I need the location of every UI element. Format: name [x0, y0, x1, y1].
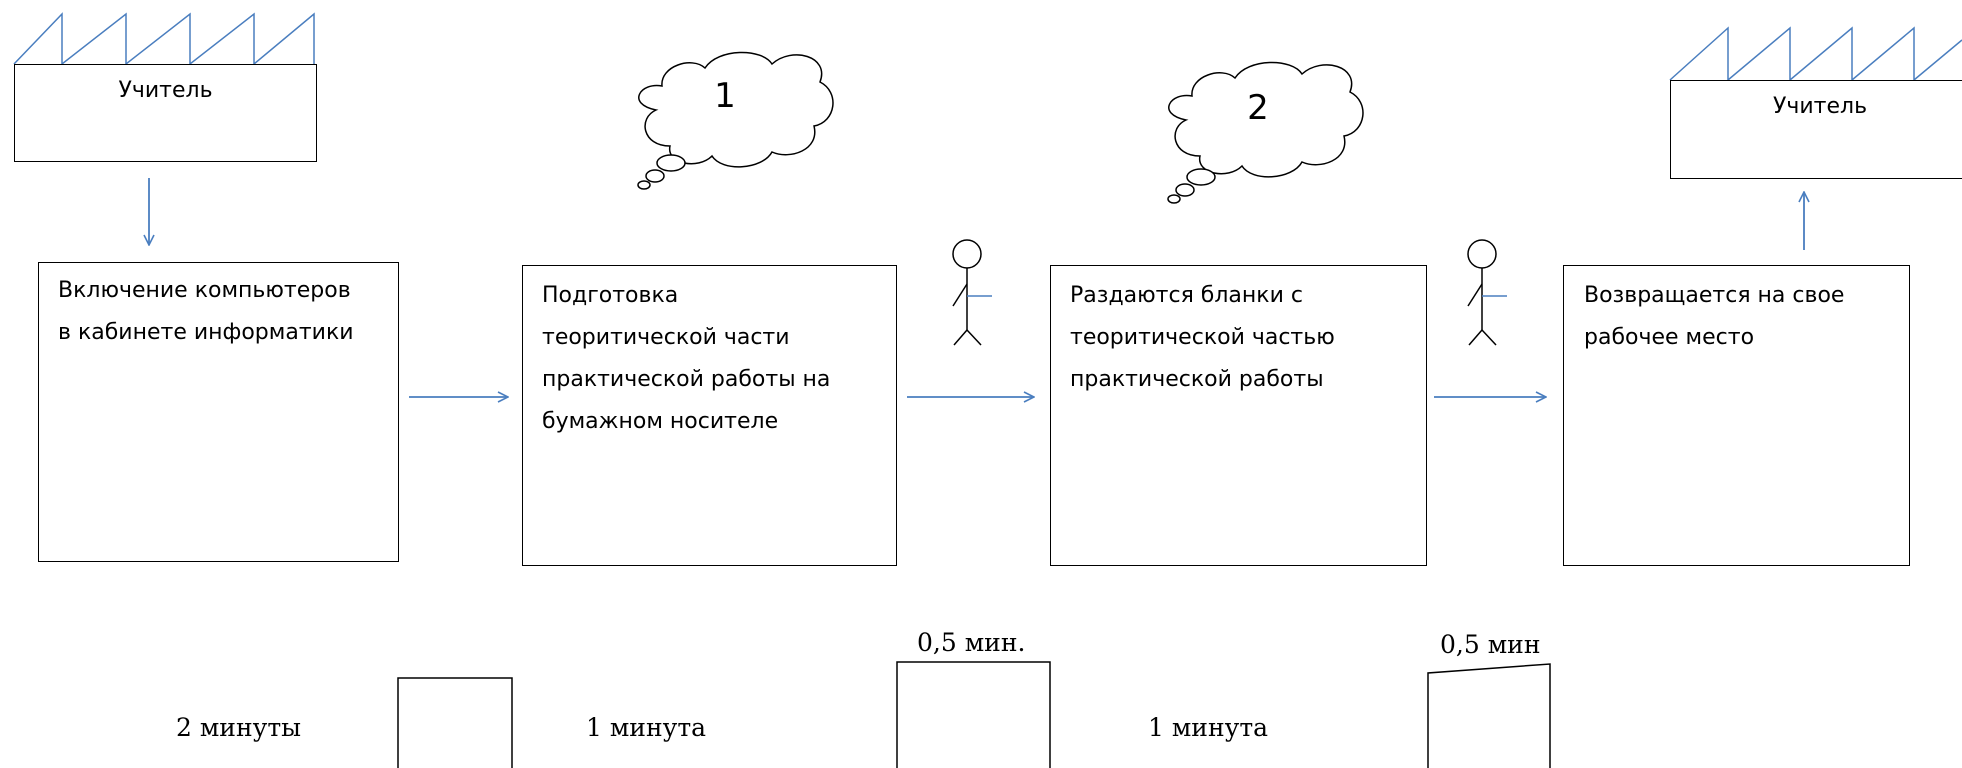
process-step-2-line: теоритической части [542, 325, 790, 350]
supplier-left-label: Учитель [118, 78, 213, 103]
process-step-4-line: рабочее место [1584, 325, 1755, 350]
thought-cloud-2-icon [1167, 61, 1364, 204]
cloud-2-number: 2 [1247, 88, 1269, 128]
operator-1-icon [952, 239, 992, 346]
thought-cloud-1-icon [637, 51, 834, 190]
process-step-1 [38, 262, 399, 562]
process-step-1-line: в кабинете информатики [58, 320, 354, 345]
process-step-3 [1050, 265, 1427, 566]
timeline-wait-time-1: 0,5 мин. [917, 628, 1026, 657]
supplier-left-roof-icon [13, 12, 315, 66]
process-step-2-line: бумажном носителе [542, 409, 779, 434]
supplier-right-box [1670, 80, 1962, 179]
operator-2-icon [1467, 239, 1507, 346]
timeline-process-time-1: 2 минуты [176, 713, 302, 742]
process-step-1-line: Включение компьютеров [58, 278, 351, 303]
process-step-3-line: Раздаются бланки с [1070, 283, 1303, 308]
process-step-2 [522, 265, 897, 566]
supplier-right-label: Учитель [1772, 94, 1868, 119]
process-step-3-text: Раздаются бланки с теоритической частью … [1070, 275, 1420, 401]
process-step-2-text: Подготовка теоритической части практичес… [542, 275, 892, 443]
timeline-wait-time-2: 0,5 мин [1440, 630, 1541, 659]
timeline-process-time-2: 1 минута [586, 713, 707, 742]
process-step-2-line: Подготовка [542, 283, 679, 308]
process-step-1-text: Включение компьютеров в кабинете информа… [58, 270, 398, 354]
timeline-process-time-3: 1 минута [1148, 713, 1269, 742]
supplier-right-roof-icon [1669, 26, 1962, 82]
supplier-left-box [14, 64, 317, 162]
process-step-2-line: практической работы на [542, 367, 831, 392]
timeline-ladder [397, 661, 1551, 768]
process-step-3-line: теоритической частью [1070, 325, 1335, 350]
process-step-4-line: Возвращается на свое [1584, 283, 1845, 308]
process-step-3-line: практической работы [1070, 367, 1324, 392]
process-step-4-text: Возвращается на свое рабочее место [1584, 275, 1904, 359]
cloud-1-number: 1 [714, 76, 736, 116]
process-step-4 [1563, 265, 1910, 566]
